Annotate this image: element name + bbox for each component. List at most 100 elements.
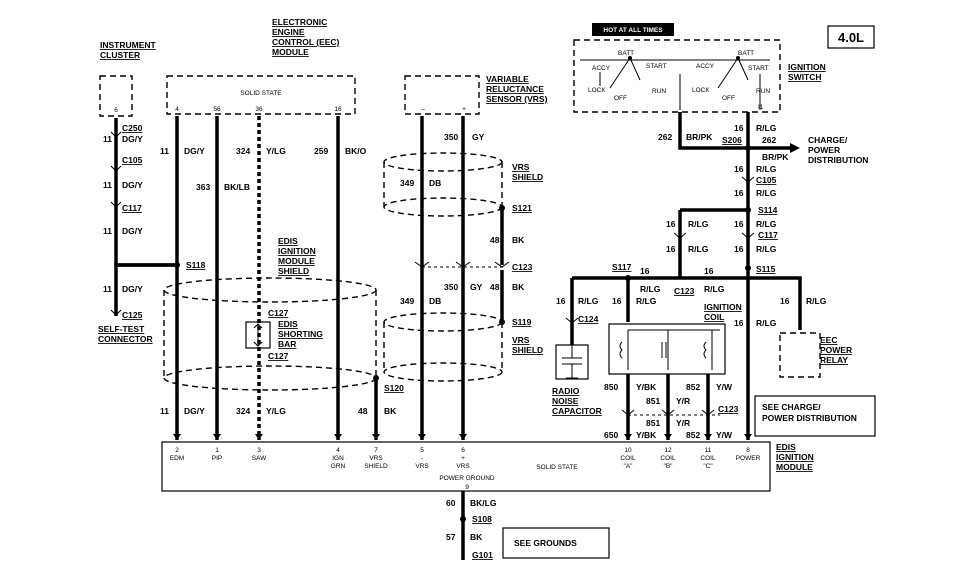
instrument-cluster-box <box>99 75 133 117</box>
svg-text:R/LG: R/LG <box>756 318 777 328</box>
svg-text:S121: S121 <box>512 203 532 213</box>
module-pin-12: 12 <box>664 447 672 454</box>
svg-text:RUN: RUN <box>652 88 666 95</box>
svg-text:ENGINE: ENGINE <box>272 27 305 37</box>
svg-text:HOT AT ALL TIMES: HOT AT ALL TIMES <box>603 27 663 34</box>
svg-text:SHORTING: SHORTING <box>278 329 323 339</box>
svg-text:C123: C123 <box>512 262 533 272</box>
svg-text:C105: C105 <box>122 155 143 165</box>
module-pin-name: SHIELD <box>364 463 388 470</box>
svg-text:16: 16 <box>704 266 714 276</box>
svg-text:350: 350 <box>444 132 458 142</box>
wire-self-test <box>114 263 177 316</box>
eec-power-relay-box <box>779 332 821 378</box>
svg-text:16: 16 <box>734 188 744 198</box>
svg-text:DG/Y: DG/Y <box>184 406 205 416</box>
svg-text:11: 11 <box>103 284 112 294</box>
module-pin-name: SAW <box>252 455 267 462</box>
ic-pin: 6 <box>114 107 118 114</box>
svg-text:EEC: EEC <box>820 335 837 345</box>
svg-text:CLUSTER: CLUSTER <box>100 50 140 60</box>
svg-text:VRS: VRS <box>512 162 530 172</box>
ic-connector-chevrons <box>110 131 122 208</box>
svg-text:Y/LG: Y/LG <box>266 146 286 156</box>
svg-text:IGNITION: IGNITION <box>704 302 742 312</box>
see-grounds-text: SEE GROUNDS <box>514 538 577 548</box>
svg-text:COIL: COIL <box>704 312 724 322</box>
svg-text:S117: S117 <box>612 262 632 272</box>
hot-at-all-times-badge <box>592 23 674 36</box>
svg-text:850: 850 <box>604 382 618 392</box>
module-pin-name: PIP <box>212 455 222 462</box>
svg-text:C123: C123 <box>674 286 695 296</box>
module-pin-name: POWER <box>736 455 761 462</box>
conn-c250: C250 <box>122 123 143 133</box>
svg-text:262: 262 <box>658 132 672 142</box>
svg-text:324: 324 <box>236 406 250 416</box>
wire-rlg-loop <box>678 208 748 268</box>
svg-text:RUN: RUN <box>756 88 770 95</box>
svg-text:EDIS: EDIS <box>278 319 298 329</box>
svg-text:DG/Y: DG/Y <box>122 284 143 294</box>
svg-text:BK: BK <box>384 406 397 416</box>
svg-text:Y/BK: Y/BK <box>636 430 657 440</box>
shorting-bar-box <box>245 321 271 349</box>
svg-text:EDIS: EDIS <box>278 236 298 246</box>
svg-text:SWITCH: SWITCH <box>788 72 822 82</box>
svg-text:Y/R: Y/R <box>676 396 690 406</box>
svg-text:259: 259 <box>314 146 328 156</box>
svg-text:SELF-TEST: SELF-TEST <box>98 324 145 334</box>
svg-text:350: 350 <box>444 282 458 292</box>
module-pin-10: 10 <box>624 447 632 454</box>
svg-text:S120: S120 <box>384 383 404 393</box>
svg-text:16: 16 <box>666 244 676 254</box>
vrs-shield-label-2: VRS SHIELD <box>512 335 543 355</box>
vrs-shield-label-1: VRS SHIELD <box>512 162 543 182</box>
svg-text:60: 60 <box>446 498 456 508</box>
module-pin-name: EDM <box>170 455 184 462</box>
svg-text:BR/PK: BR/PK <box>686 132 713 142</box>
svg-text:NOISE: NOISE <box>552 396 579 406</box>
module-pin-7: 7 <box>374 447 378 454</box>
module-pin-name: COIL <box>660 455 676 462</box>
svg-text:R/LG: R/LG <box>704 284 725 294</box>
svg-text:C250: C250 <box>122 123 143 133</box>
svg-text:48: 48 <box>490 235 500 245</box>
svg-text:DG/Y: DG/Y <box>122 180 143 190</box>
svg-text:SHIELD: SHIELD <box>278 266 309 276</box>
svg-text:16: 16 <box>612 296 622 306</box>
svg-text:48: 48 <box>358 406 368 416</box>
see-charge-text: SEE CHARGE/ <box>762 402 821 412</box>
svg-text:R/LG: R/LG <box>688 244 709 254</box>
wire-rlg-bus <box>572 276 802 330</box>
module-pin-name: COIL <box>620 455 636 462</box>
svg-text:CONTROL (EEC): CONTROL (EEC) <box>272 37 340 47</box>
svg-text:BK: BK <box>512 235 525 245</box>
svg-text:R/LG: R/LG <box>636 296 657 306</box>
svg-text:262: 262 <box>762 135 776 145</box>
svg-text:IGNITION: IGNITION <box>278 246 316 256</box>
svg-text:16: 16 <box>734 318 744 328</box>
svg-text:IGNITION: IGNITION <box>776 452 814 462</box>
module-pin-name: GRN <box>331 463 346 470</box>
svg-text:C124: C124 <box>578 314 599 324</box>
splice-s120 <box>373 375 379 381</box>
svg-text:C127: C127 <box>268 308 289 318</box>
svg-text:R/LG: R/LG <box>756 164 777 174</box>
svg-text:GY: GY <box>472 132 485 142</box>
svg-text:851: 851 <box>646 396 660 406</box>
edis-module-label: EDIS IGNITION MODULE <box>776 442 814 472</box>
eec-module-box <box>166 75 356 115</box>
module-pin-name: - <box>421 455 423 462</box>
svg-text:–: – <box>421 106 425 113</box>
svg-text:BR/PK: BR/PK <box>762 152 789 162</box>
svg-text:11: 11 <box>103 134 112 144</box>
svg-text:11: 11 <box>103 180 112 190</box>
svg-text:MODULE: MODULE <box>278 256 315 266</box>
svg-text:START: START <box>646 63 667 70</box>
svg-text:C117: C117 <box>122 203 142 213</box>
vrs-shield-lower <box>383 312 503 382</box>
svg-text:SHIELD: SHIELD <box>512 172 543 182</box>
module-pin-8: 8 <box>746 447 750 454</box>
